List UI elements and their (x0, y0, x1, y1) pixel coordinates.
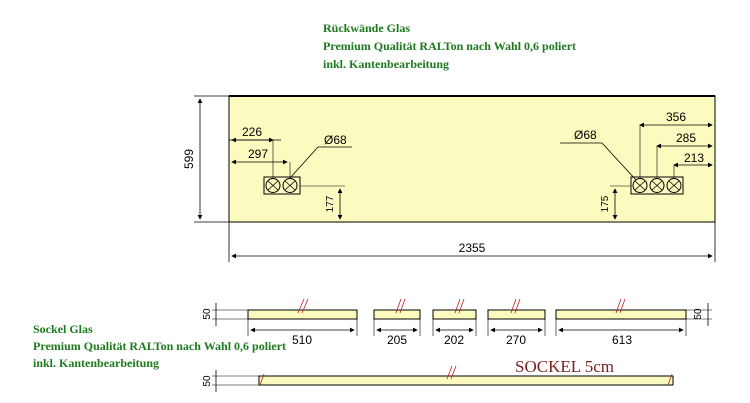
right-socket-hole-2 (649, 178, 665, 193)
width-label: 2355 (459, 241, 486, 255)
left-dim-c: 177 (325, 195, 336, 212)
sockel-piece-5-height: 50 (686, 303, 712, 326)
sockel-piece-3: 202 (432, 298, 477, 347)
back-panel-note-line3: inkl. Kantenbearbeitung (323, 57, 450, 71)
right-dimensions: 356 285 213 Ø68 175 (560, 110, 713, 220)
sockel-note-line3: inkl. Kantenbearbeitung (33, 356, 160, 370)
right-socket-hole-3 (666, 178, 682, 193)
sockel-piece-5-height-label: 50 (693, 308, 704, 320)
right-socket-hole-1 (632, 178, 648, 193)
back-panel-note-line1: Rückwände Glas (323, 21, 411, 35)
right-dim-d: 175 (600, 195, 611, 212)
right-dim-c: 213 (684, 151, 704, 165)
sockel-piece-5-length: 613 (612, 333, 632, 347)
left-dimensions: 226 297 Ø68 177 (229, 125, 352, 220)
sockel-long: 50 (202, 365, 674, 392)
left-socket-hole-1 (265, 178, 281, 193)
sockel-piece-1-length: 510 (292, 333, 312, 347)
sockel-piece-4: 270 (487, 298, 546, 347)
back-panel-note-line2: Premium Qualität RALTon nach Wahl 0,6 po… (323, 39, 577, 53)
left-dim-b: 297 (248, 147, 268, 161)
left-diameter: Ø68 (324, 133, 347, 147)
sockel-piece-2-length: 205 (387, 333, 407, 347)
right-dim-b: 285 (676, 131, 696, 145)
sockel-piece-3-length: 202 (444, 333, 464, 347)
height-dimension: 599 (182, 95, 229, 223)
sockel-piece-4-length: 270 (506, 333, 526, 347)
left-socket-hole-2 (282, 178, 298, 193)
sockel-label: SOCKEL 5cm (515, 357, 614, 376)
sockel-piece-2: 205 (373, 298, 421, 347)
left-socket-group (263, 176, 301, 195)
sockel-long-height-label: 50 (202, 375, 213, 387)
sockel-piece-1-height-label: 50 (202, 308, 213, 320)
left-dim-a: 226 (242, 125, 262, 139)
width-dimension: 2355 (228, 222, 716, 262)
sockel-note: Sockel Glas Premium Qualität RALTon nach… (33, 321, 286, 372)
sockel-piece-1: 510 (247, 298, 358, 347)
sockel-note-line2: Premium Qualität RALTon nach Wahl 0,6 po… (33, 339, 287, 353)
height-label: 599 (182, 149, 196, 169)
right-diameter: Ø68 (574, 128, 597, 142)
back-panel (228, 95, 716, 223)
sockel-piece-1-height: 50 (202, 303, 248, 326)
sockel-note-line1: Sockel Glas (33, 322, 93, 336)
sockel-piece-5: 613 (555, 298, 687, 347)
right-dim-a: 356 (666, 110, 686, 124)
back-panel-note: Rückwände Glas Premium Qualität RALTon n… (323, 19, 576, 73)
